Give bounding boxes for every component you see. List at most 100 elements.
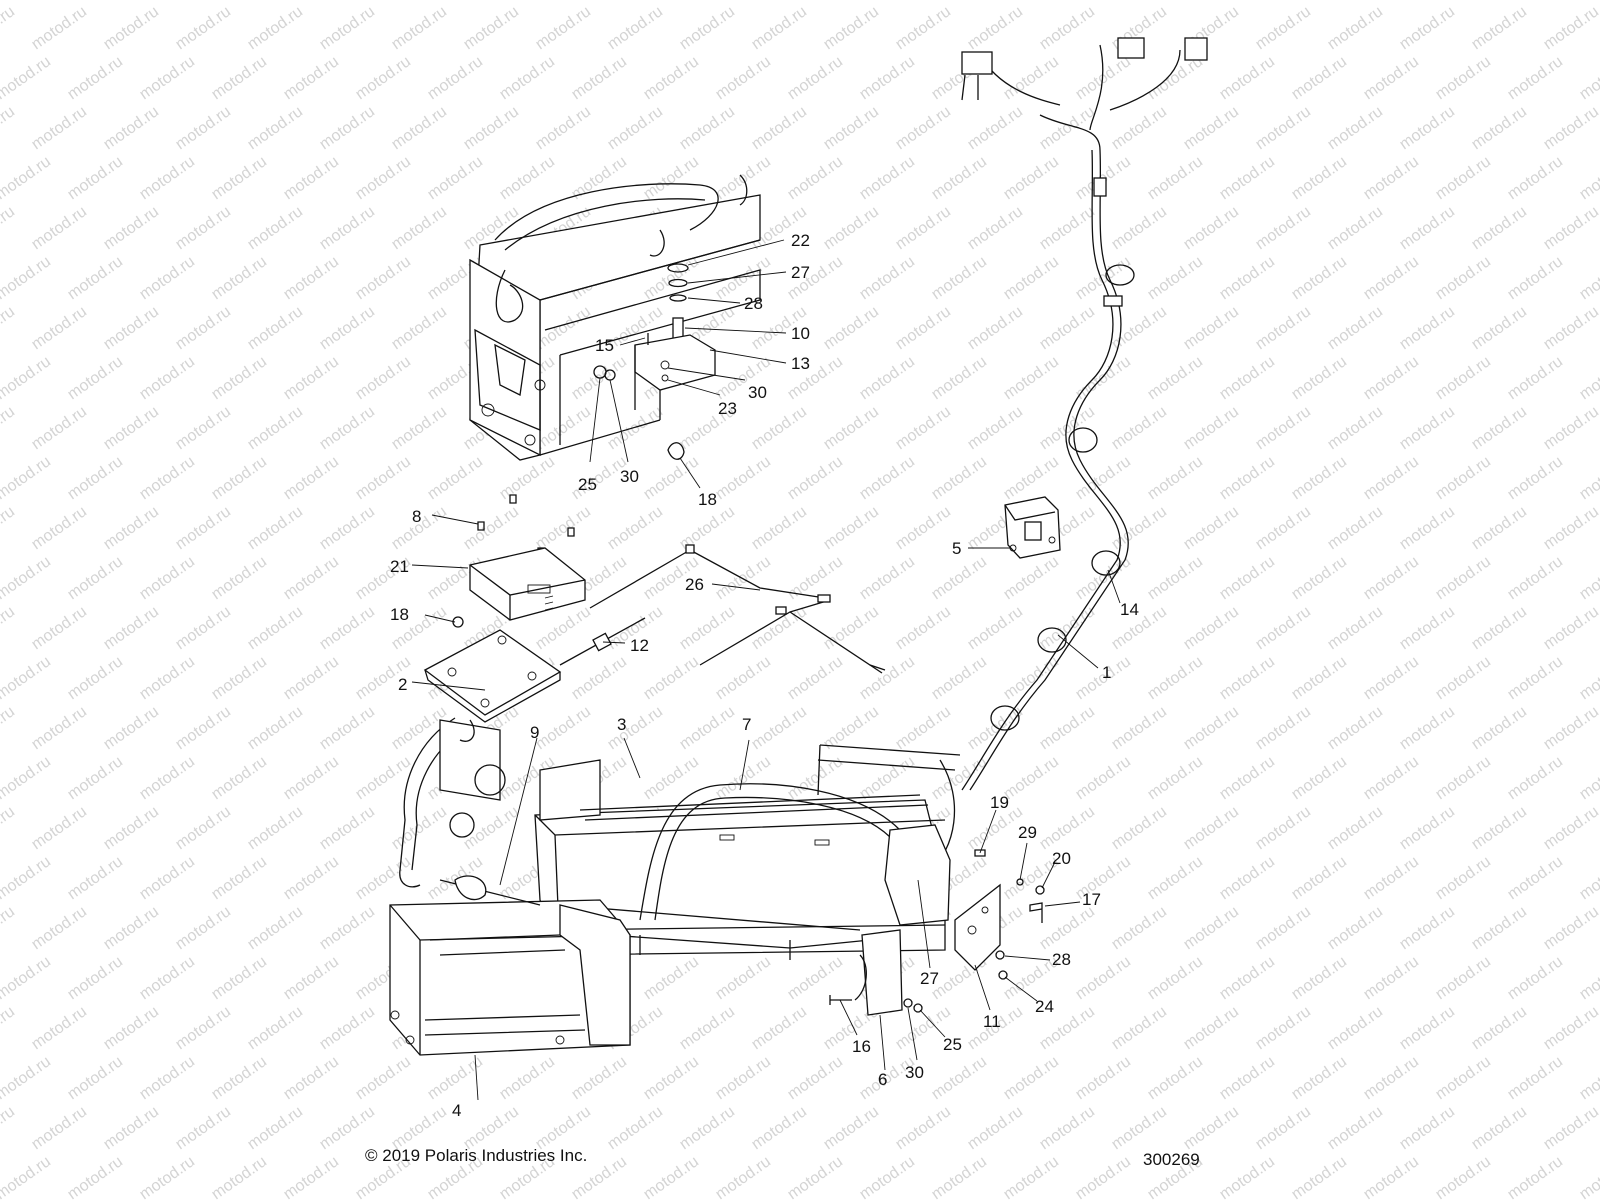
watermark-text: motod.ru — [65, 1153, 126, 1200]
watermark-text: motod.ru — [1253, 203, 1314, 253]
watermark-text: motod.ru — [1577, 753, 1600, 803]
watermark-text: motod.ru — [0, 603, 18, 653]
watermark-text: motod.ru — [1073, 353, 1134, 403]
watermark-text: motod.ru — [245, 703, 306, 753]
watermark-text: motod.ru — [605, 503, 666, 553]
watermark-text: motod.ru — [389, 803, 450, 853]
watermark-text: motod.ru — [0, 753, 54, 803]
watermark-text: motod.ru — [0, 303, 18, 353]
watermark-text: motod.ru — [1469, 1003, 1530, 1053]
watermark-text: motod.ru — [1397, 403, 1458, 453]
watermark-text: motod.ru — [1361, 653, 1422, 703]
watermark-text: motod.ru — [1145, 953, 1206, 1003]
watermark-text: motod.ru — [209, 653, 270, 703]
watermark-text: motod.ru — [1505, 153, 1566, 203]
watermark-text: motod.ru — [1505, 653, 1566, 703]
watermark-text: motod.ru — [1433, 953, 1494, 1003]
watermark-text: motod.ru — [821, 603, 882, 653]
watermark-text: motod.ru — [1541, 303, 1600, 353]
watermark-text: motod.ru — [857, 553, 918, 603]
watermark-text: motod.ru — [893, 703, 954, 753]
watermark-text: motod.ru — [65, 753, 126, 803]
watermark-text: motod.ru — [1073, 1053, 1134, 1103]
watermark-text: motod.ru — [425, 53, 486, 103]
watermark-text: motod.ru — [1505, 553, 1566, 603]
watermark-text: motod.ru — [29, 203, 90, 253]
watermark-text: motod.ru — [1397, 603, 1458, 653]
watermark-text: motod.ru — [1037, 303, 1098, 353]
watermark-text: motod.ru — [1469, 803, 1530, 853]
watermark-text: motod.ru — [1577, 1153, 1600, 1200]
watermark-text: motod.ru — [245, 3, 306, 53]
watermark-text: motod.ru — [389, 103, 450, 153]
callout-30: 30 — [748, 383, 767, 402]
watermark-text: motod.ru — [1577, 453, 1600, 503]
watermark-text: motod.ru — [1109, 103, 1170, 153]
watermark-text: motod.ru — [0, 253, 54, 303]
watermark-text: motod.ru — [1289, 253, 1350, 303]
watermark-text: motod.ru — [749, 1103, 810, 1153]
callout-14: 14 — [1120, 600, 1139, 619]
watermark-text: motod.ru — [1109, 903, 1170, 953]
watermark-text: motod.ru — [1253, 403, 1314, 453]
watermark-text: motod.ru — [0, 953, 54, 1003]
callout-27: 27 — [920, 969, 939, 988]
watermark-text: motod.ru — [929, 153, 990, 203]
watermark-text: motod.ru — [1145, 653, 1206, 703]
watermark-text: motod.ru — [1217, 753, 1278, 803]
watermark-text: motod.ru — [1397, 903, 1458, 953]
watermark-text: motod.ru — [209, 353, 270, 403]
watermark-text: motod.ru — [641, 953, 702, 1003]
watermark-text: motod.ru — [173, 403, 234, 453]
watermark-text: motod.ru — [1289, 153, 1350, 203]
watermark-text: motod.ru — [1577, 853, 1600, 903]
watermark-text: motod.ru — [1469, 903, 1530, 953]
watermark-text: motod.ru — [1001, 353, 1062, 403]
callout-12: 12 — [630, 636, 649, 655]
watermark-text: motod.ru — [1541, 503, 1600, 553]
watermark-text: motod.ru — [1469, 603, 1530, 653]
watermark-text: motod.ru — [1433, 1053, 1494, 1103]
watermark-text: motod.ru — [29, 903, 90, 953]
watermark-text: motod.ru — [1001, 253, 1062, 303]
watermark-text: motod.ru — [1397, 3, 1458, 53]
cable-tie-drawing — [559, 617, 646, 666]
watermark-text: motod.ru — [1325, 103, 1386, 153]
watermark-text: motod.ru — [353, 0, 414, 3]
watermark-text: motod.ru — [785, 1153, 846, 1200]
watermark-text: motod.ru — [1037, 3, 1098, 53]
watermark-text: motod.ru — [425, 0, 486, 3]
watermark-text: motod.ru — [605, 703, 666, 753]
watermark-text: motod.ru — [497, 53, 558, 103]
watermark-text: motod.ru — [1433, 1153, 1494, 1200]
watermark-text: motod.ru — [1217, 853, 1278, 903]
watermark-text: motod.ru — [137, 253, 198, 303]
watermark-text: motod.ru — [0, 1003, 18, 1053]
watermark-text: motod.ru — [245, 1103, 306, 1153]
watermark-text: motod.ru — [281, 153, 342, 203]
watermark-text: motod.ru — [1217, 1153, 1278, 1200]
end-bracket-drawing — [829, 849, 1045, 1013]
watermark-text: motod.ru — [713, 1153, 774, 1200]
watermark-text: motod.ru — [1217, 953, 1278, 1003]
watermark-text: motod.ru — [1361, 453, 1422, 503]
watermark-text: motod.ru — [1289, 753, 1350, 803]
watermark-text: motod.ru — [1145, 0, 1206, 3]
watermark-text: motod.ru — [1289, 353, 1350, 403]
watermark-text: motod.ru — [1253, 303, 1314, 353]
watermark-text: motod.ru — [317, 1003, 378, 1053]
watermark-text: motod.ru — [173, 3, 234, 53]
watermark-text: motod.ru — [0, 0, 54, 3]
watermark-text: motod.ru — [1541, 203, 1600, 253]
watermark-text: motod.ru — [857, 1153, 918, 1200]
watermark-text: motod.ru — [389, 303, 450, 353]
watermark-text: motod.ru — [1289, 553, 1350, 603]
watermark-text: motod.ru — [1253, 703, 1314, 753]
callout-2: 2 — [398, 675, 407, 694]
watermark-text: motod.ru — [137, 553, 198, 603]
watermark-text: motod.ru — [1469, 1103, 1530, 1153]
watermark-text: motod.ru — [1217, 153, 1278, 203]
watermark-text: motod.ru — [29, 303, 90, 353]
